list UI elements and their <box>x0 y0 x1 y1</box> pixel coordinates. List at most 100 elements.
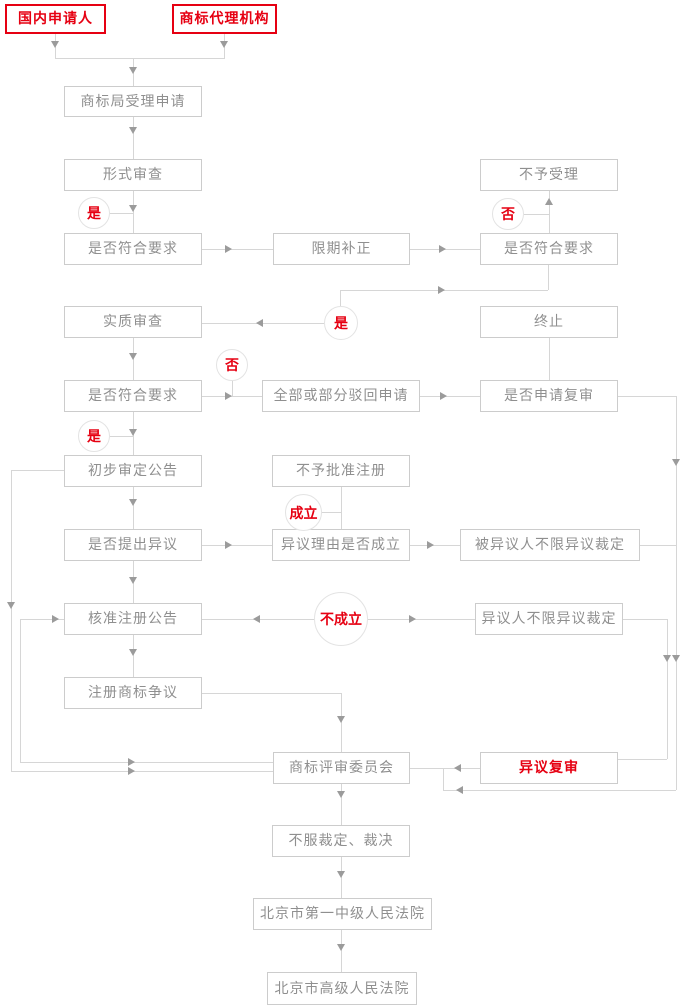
decision-no-1: 否 <box>492 198 524 230</box>
connector-line <box>202 545 272 546</box>
connector-line <box>549 191 550 233</box>
connector-line <box>133 191 134 233</box>
connector-line <box>676 396 677 790</box>
node-not-accepted: 不予受理 <box>480 159 618 191</box>
arrow-left-icon <box>454 764 461 772</box>
arrow-right-icon <box>128 758 135 766</box>
arrow-down-icon <box>129 67 137 74</box>
arrow-down-icon <box>129 127 137 134</box>
arrow-down-icon <box>129 353 137 360</box>
arrow-down-icon <box>663 655 671 662</box>
connector-line <box>133 487 134 529</box>
arrow-up-icon <box>545 198 553 205</box>
arrow-right-icon <box>128 767 135 775</box>
node-terminate: 终止 <box>480 306 618 338</box>
connector-line <box>110 213 133 214</box>
arrow-left-icon <box>256 319 263 327</box>
arrow-down-icon <box>129 649 137 656</box>
node-substantive-examination: 实质审查 <box>64 306 202 338</box>
connector-line <box>410 545 460 546</box>
connector-line <box>443 768 444 790</box>
connector-line <box>549 338 550 380</box>
node-correction-within-time: 限期补正 <box>273 233 410 265</box>
connector-line <box>618 759 667 760</box>
node-trademark-agency: 商标代理机构 <box>172 4 277 34</box>
connector-line <box>524 214 549 215</box>
arrow-right-icon <box>225 392 232 400</box>
connector-line <box>202 323 324 324</box>
connector-line <box>20 619 21 762</box>
arrow-right-icon <box>427 541 434 549</box>
node-reject-application: 全部或部分驳回申请 <box>262 380 420 412</box>
arrow-down-icon <box>337 871 345 878</box>
node-beijing-high-court: 北京市高级人民法院 <box>267 972 417 1005</box>
arrow-down-icon <box>7 602 15 609</box>
decision-no-2: 否 <box>216 349 248 381</box>
connector-line <box>232 381 233 396</box>
node-approved-registration-publication: 核准注册公告 <box>64 603 202 635</box>
arrow-right-icon <box>440 392 447 400</box>
connector-line <box>341 930 342 972</box>
node-trademark-review-board: 商标评审委员会 <box>273 752 410 784</box>
connector-line <box>443 790 676 791</box>
node-dissatisfied-with-ruling: 不服裁定、裁决 <box>272 825 410 857</box>
arrow-right-icon <box>439 245 446 253</box>
node-beijing-first-intermediate-court: 北京市第一中级人民法院 <box>253 898 432 930</box>
arrow-down-icon <box>337 716 345 723</box>
arrow-down-icon <box>129 499 137 506</box>
connector-line <box>202 396 262 397</box>
arrow-left-icon <box>456 786 463 794</box>
node-opponent-ruling: 异议人不限异议裁定 <box>475 603 623 635</box>
connector-line <box>410 768 480 769</box>
connector-line <box>110 436 133 437</box>
node-meets-requirements-1: 是否符合要求 <box>64 233 202 265</box>
connector-line <box>20 619 64 620</box>
arrow-down-icon <box>337 944 345 951</box>
node-objection-review: 异议复审 <box>480 752 618 784</box>
connector-line <box>133 117 134 159</box>
decision-yes-2: 是 <box>324 306 358 340</box>
node-office-accepts-application: 商标局受理申请 <box>64 86 202 117</box>
node-objection-grounds-established: 异议理由是否成立 <box>272 529 410 561</box>
arrow-right-icon <box>225 541 232 549</box>
arrow-right-icon <box>409 615 416 623</box>
connector-line <box>340 290 341 306</box>
connector-line <box>202 249 273 250</box>
connector-line <box>640 545 676 546</box>
node-registered-trademark-dispute: 注册商标争议 <box>64 677 202 709</box>
arrow-down-icon <box>129 429 137 436</box>
decision-established: 成立 <box>285 494 322 531</box>
connector-line <box>322 512 341 513</box>
decision-yes-1: 是 <box>78 197 110 229</box>
connector-line <box>623 619 667 620</box>
node-preliminary-approval-publication: 初步审定公告 <box>64 455 202 487</box>
node-meets-requirements-3: 是否符合要求 <box>64 380 202 412</box>
node-registration-not-approved: 不予批准注册 <box>272 455 410 487</box>
arrow-right-icon <box>438 286 445 294</box>
connector-line <box>420 396 480 397</box>
arrow-left-icon <box>253 615 260 623</box>
connector-line <box>202 693 341 694</box>
connector-line <box>133 635 134 677</box>
arrow-down-icon <box>129 577 137 584</box>
arrow-right-icon <box>52 615 59 623</box>
connector-line <box>341 784 342 825</box>
connector-line <box>20 762 273 763</box>
connector-line <box>11 771 273 772</box>
connector-line <box>11 470 64 471</box>
connector-line <box>341 487 342 529</box>
node-formal-examination: 形式审查 <box>64 159 202 191</box>
node-meets-requirements-2: 是否符合要求 <box>480 233 618 265</box>
decision-not-established: 不成立 <box>314 592 368 646</box>
connector-line <box>55 58 225 59</box>
arrow-right-icon <box>225 245 232 253</box>
connector-line <box>618 396 676 397</box>
arrow-down-icon <box>672 459 680 466</box>
arrow-down-icon <box>672 655 680 662</box>
connector-line <box>667 619 668 759</box>
connector-line <box>548 265 549 290</box>
node-domestic-applicant: 国内申请人 <box>5 4 106 34</box>
decision-yes-3: 是 <box>78 420 110 452</box>
node-objection-raised: 是否提出异议 <box>64 529 202 561</box>
